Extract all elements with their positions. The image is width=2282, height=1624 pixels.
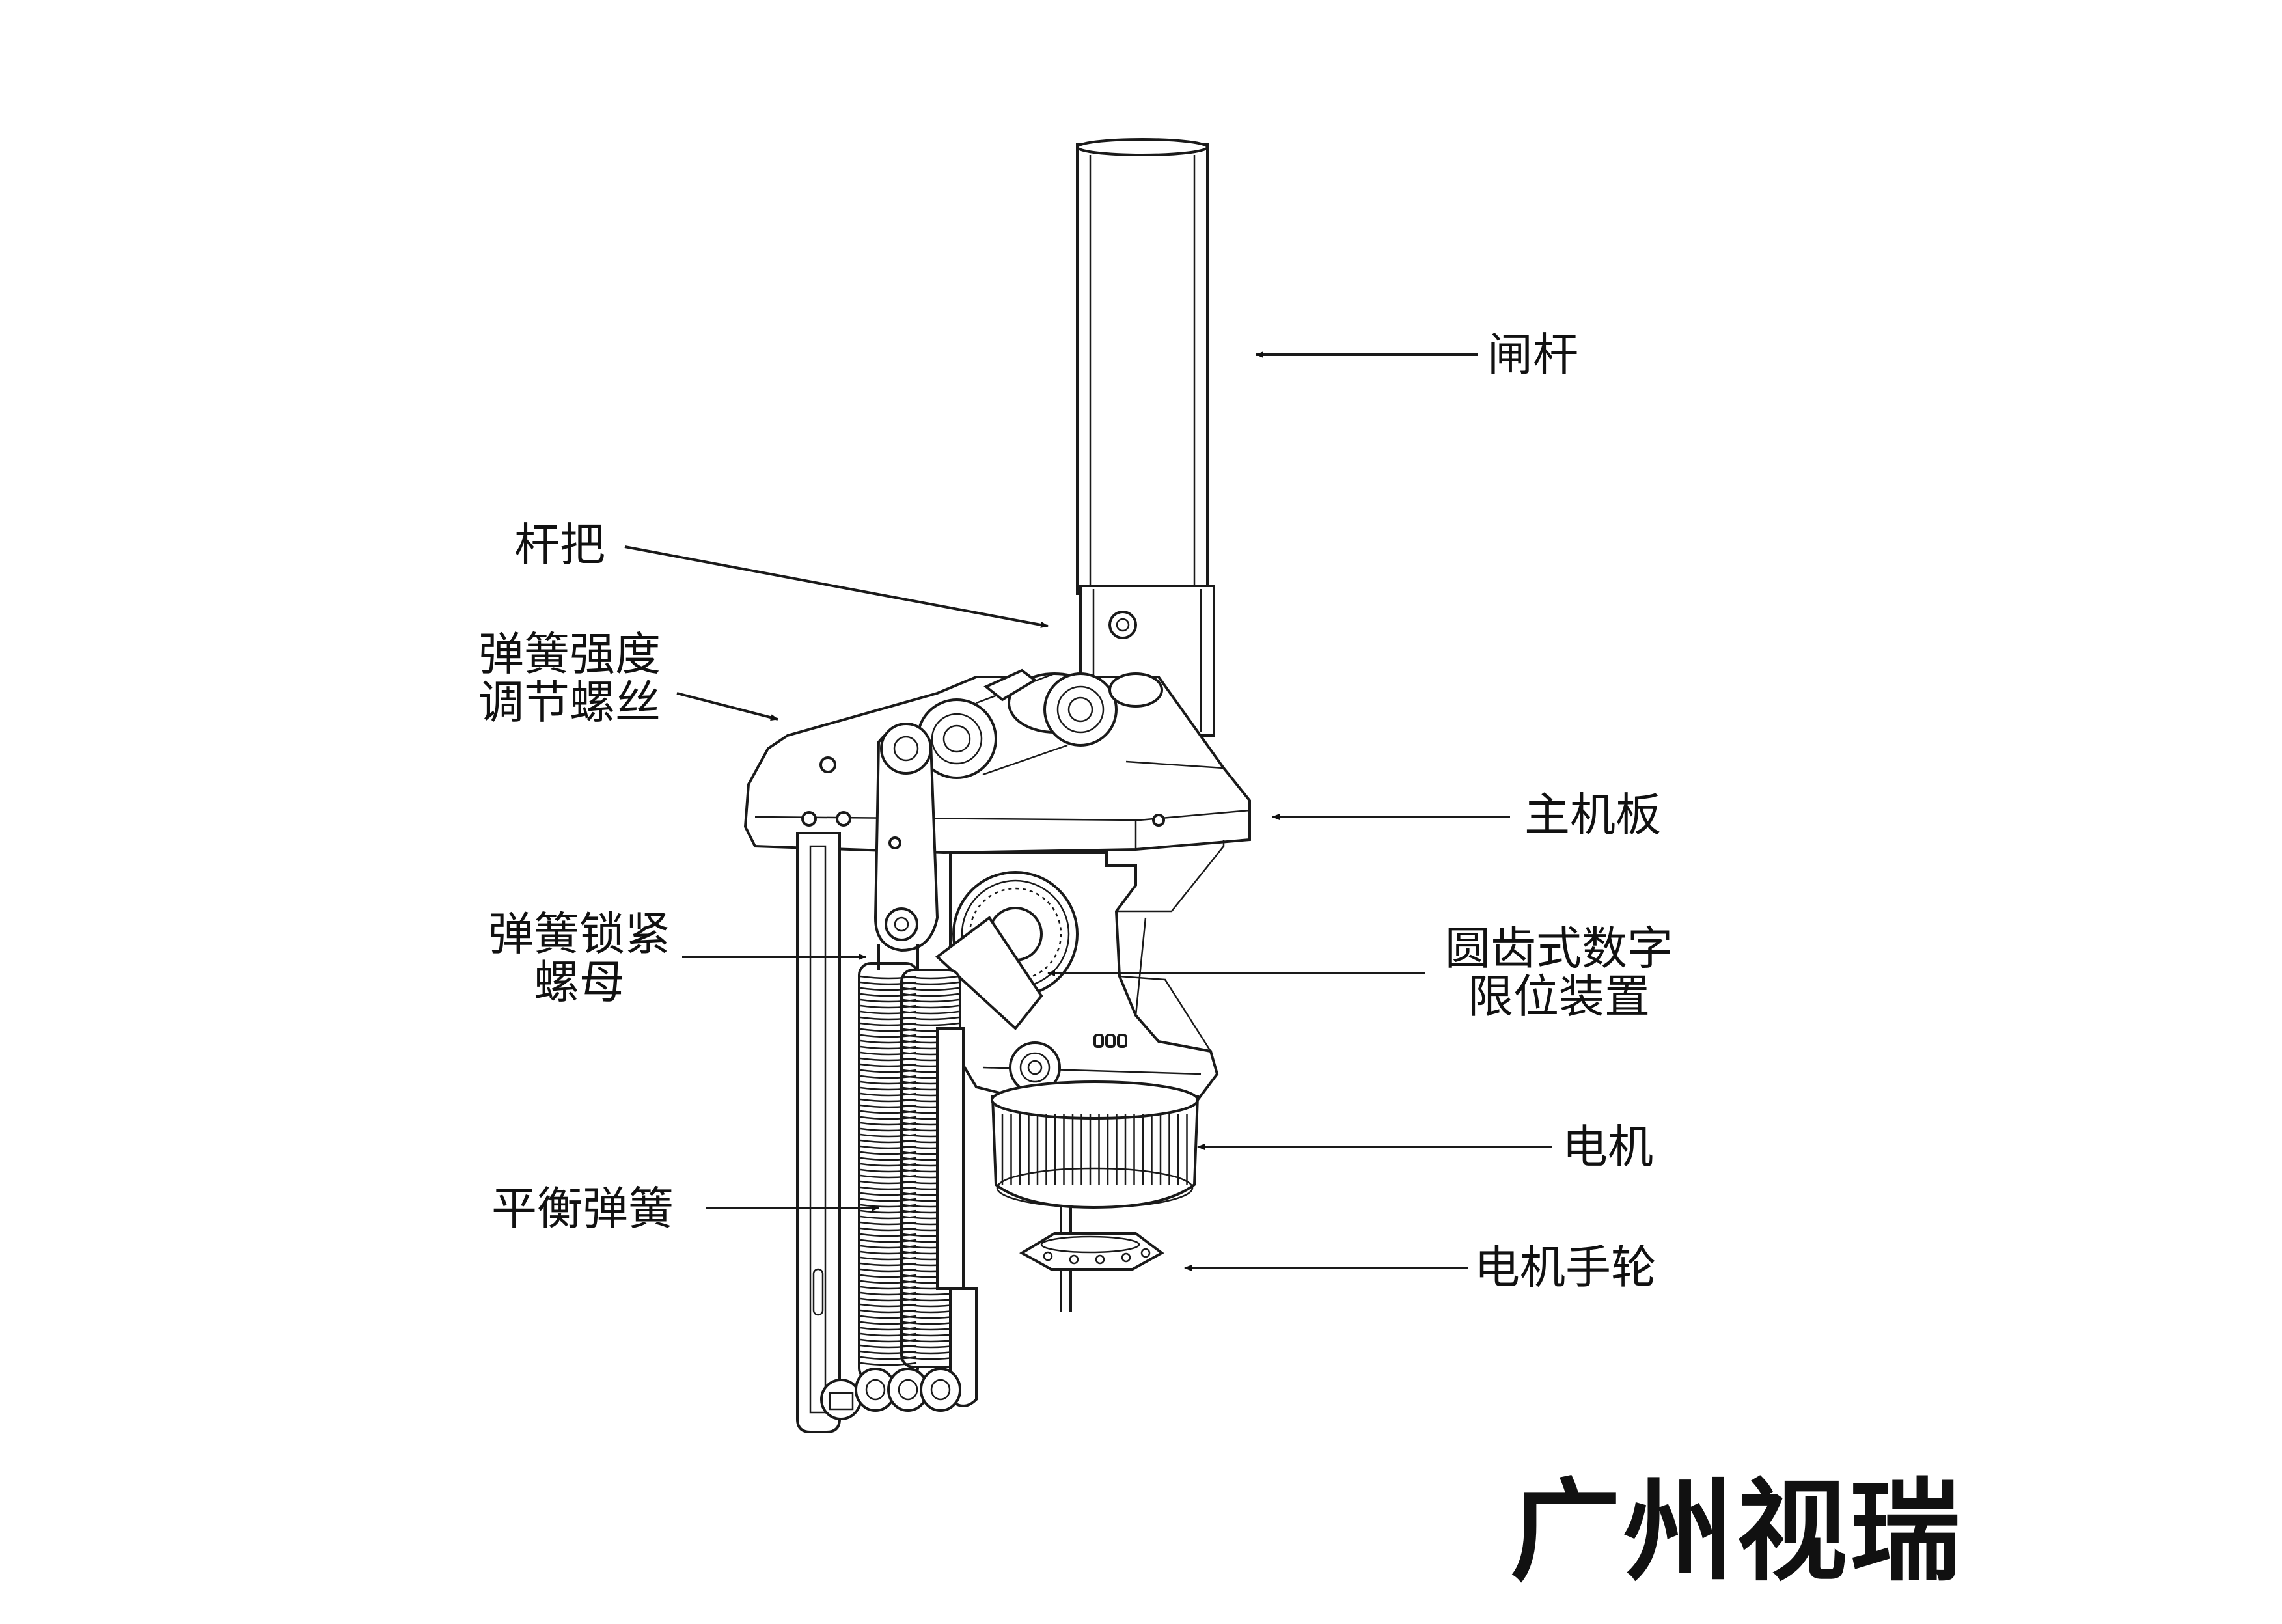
label-spring-strength-screw-line2: 调节螺丝 <box>478 676 661 729</box>
leader-lines <box>624 351 1552 1271</box>
main-board <box>743 676 1251 855</box>
label-main-board: 主机板 <box>1524 788 1661 842</box>
label-balance-spring: 平衡弹簧 <box>491 1182 674 1235</box>
brand-name: 广州视瑞 <box>1510 1468 1964 1597</box>
label-arm-handle: 杆把 <box>514 518 605 571</box>
label-digital-limit: 圆齿式数字 限位装置 <box>1438 924 1679 1021</box>
motor <box>991 1080 1200 1209</box>
balance-springs <box>855 944 978 1412</box>
leader-arm-handle <box>624 545 1049 628</box>
label-motor-handwheel: 电机手轮 <box>1474 1241 1657 1294</box>
motor-handwheel <box>1019 1207 1164 1312</box>
gate-arm <box>1076 138 1209 595</box>
label-gate-arm: 闸杆 <box>1487 328 1578 381</box>
label-spring-lock-nut-line1: 弹簧锁紧 <box>488 907 670 961</box>
bearing-assembly <box>916 668 1163 779</box>
label-spring-strength-screw: 弹簧强度 调节螺丝 <box>472 630 667 726</box>
crank-arm <box>873 723 939 952</box>
label-spring-lock-nut-line2: 螺母 <box>534 956 625 1009</box>
label-digital-limit-line2: 限位装置 <box>1468 970 1650 1023</box>
label-spring-strength-screw-line1: 弹簧强度 <box>478 627 661 681</box>
label-digital-limit-line1: 圆齿式数字 <box>1445 922 1673 975</box>
label-spring-lock-nut: 弹簧锁紧 螺母 <box>482 910 677 1006</box>
spring-bracket <box>796 832 862 1433</box>
digital-limit-device <box>935 871 1079 1094</box>
label-motor: 电机 <box>1562 1120 1653 1174</box>
leader-spring-screw <box>676 692 778 721</box>
